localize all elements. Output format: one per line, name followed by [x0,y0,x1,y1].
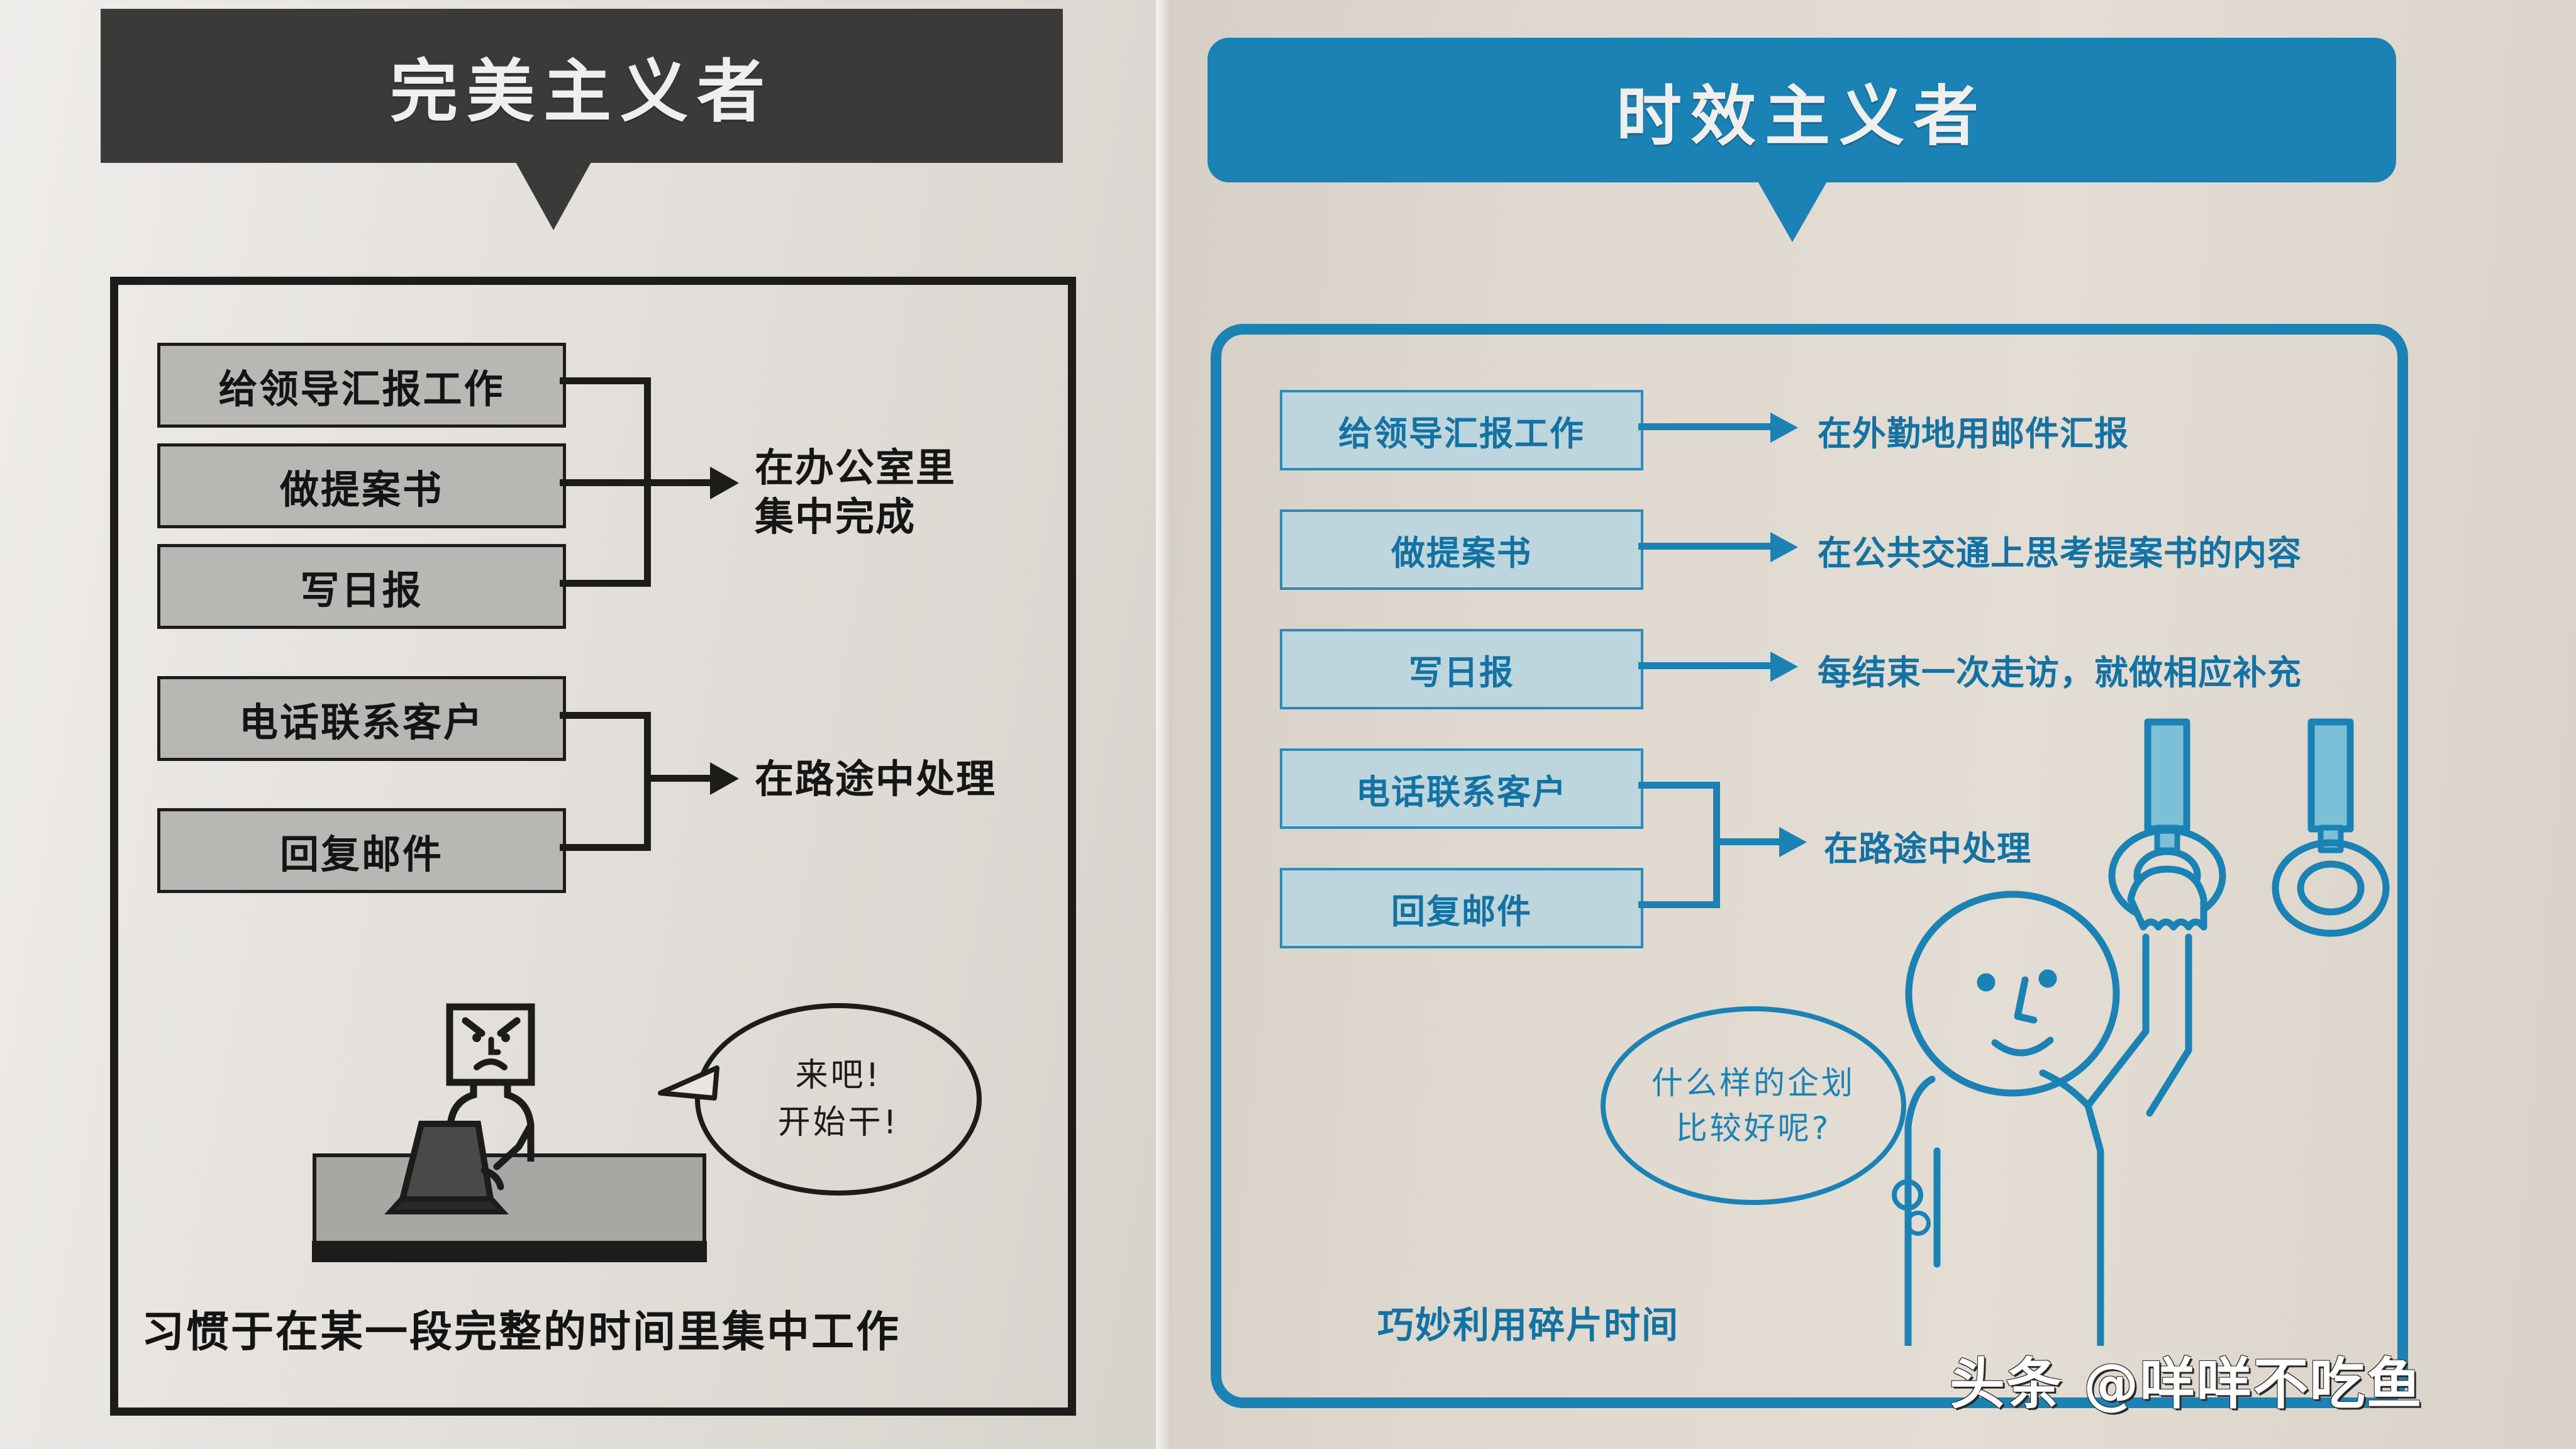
left-task-label-3: 写日报 [300,567,423,613]
left-result-2-line1: 在路途中处理 [755,756,997,802]
right-result-4: 在路途中处理 [1824,829,2031,869]
thought-bubble-dot-small [1906,1211,1931,1236]
left-connector-2a [560,712,651,719]
left-task-label-4: 电话联系客户 [238,699,484,745]
left-task-box-5[interactable]: 回复邮件 [157,808,566,893]
right-task-label-5: 回复邮件 [1391,891,1532,931]
right-panel-frame [1211,324,2408,1408]
left-arrow-icon-1 [710,467,739,499]
left-connector-1b [560,479,651,486]
right-panel-title: 时效主义者 [1616,77,1987,155]
right-result-1: 在外勤地用邮件汇报 [1818,414,2129,453]
left-result-1-line2: 集中完成 [755,493,916,540]
right-connector-1 [1638,423,1770,430]
watermark-text: 头条 @咩咩不吃鱼 [1950,1352,2423,1416]
right-task-box-4[interactable]: 电话联系客户 [1280,748,1643,829]
left-panel-title-banner: 完美主义者 [101,9,1063,163]
right-connector-2 [1638,543,1770,550]
thought-bubble-dot-large [1892,1179,1923,1211]
right-thought-bubble: 什么样的企划 比较好呢? [1601,1006,1906,1205]
right-connector-3 [1638,662,1770,669]
right-task-label-4: 电话联系客户 [1356,772,1567,812]
left-banner-pointer [516,162,591,230]
left-connector-1a [560,377,651,384]
left-task-box-4[interactable]: 电话联系客户 [157,676,566,761]
angry-person-at-laptop-icon [312,1003,707,1262]
right-arrow-icon-3 [1770,652,1798,682]
left-bubble-line1: 来吧! [795,1056,882,1094]
right-arrow-icon-2 [1770,532,1798,562]
right-connector-4a [1638,782,1720,789]
right-result-2: 在公共交通上思考提案书的内容 [1818,533,2302,573]
right-panel-title-banner: 时效主义者 [1208,38,2396,182]
right-bubble-line1: 什么样的企划 [1652,1064,1855,1101]
left-bubble-line2: 开始干! [777,1104,899,1141]
right-task-box-5[interactable]: 回复邮件 [1280,868,1643,948]
right-result-3: 每结束一次走访，就做相应补充 [1818,653,2302,692]
left-panel-caption: 习惯于在某一段完整的时间里集中工作 [142,1307,901,1357]
right-task-label-1: 给领导汇报工作 [1338,413,1585,453]
right-arrow-icon-4 [1779,827,1807,857]
right-connector-4-stem [1713,838,1779,845]
left-task-label-5: 回复邮件 [279,831,443,877]
right-task-box-2[interactable]: 做提案书 [1280,509,1643,590]
left-panel-frame [110,277,1076,1416]
left-task-box-1[interactable]: 给领导汇报工作 [157,343,566,428]
left-connector-2-stem [644,775,710,782]
left-connector-1c [560,580,651,587]
right-connector-4b [1638,901,1720,908]
left-task-label-2: 做提案书 [279,466,443,513]
left-task-label-1: 给领导汇报工作 [218,365,505,412]
left-speech-bubble: 来吧! 开始干! [695,1003,982,1196]
left-result-1-line1: 在办公室里 [755,445,957,491]
left-panel-title: 完美主义者 [389,52,774,131]
right-bubble-line2: 比较好呢? [1675,1110,1831,1146]
left-arrow-icon-2 [710,762,739,795]
right-task-label-2: 做提案书 [1391,533,1532,573]
left-page-background [0,0,1163,1449]
left-connector-2b [560,844,651,851]
right-banner-pointer [1755,176,1830,242]
left-connector-1-stem [644,479,710,486]
left-result-1: 在办公室里 集中完成 [755,443,956,541]
person-holding-train-strap-icon [1904,718,2390,1346]
right-task-box-1[interactable]: 给领导汇报工作 [1280,390,1643,470]
right-task-box-3[interactable]: 写日报 [1280,629,1643,709]
right-task-label-3: 写日报 [1409,652,1514,692]
left-task-box-3[interactable]: 写日报 [157,544,566,629]
right-panel-caption: 巧妙利用碎片时间 [1377,1304,1680,1346]
left-bubble-tail-icon [658,1065,719,1101]
left-result-2: 在路途中处理 [755,755,996,804]
right-arrow-icon-1 [1770,413,1798,443]
left-task-box-2[interactable]: 做提案书 [157,443,566,528]
page-gutter [1156,0,1172,1449]
